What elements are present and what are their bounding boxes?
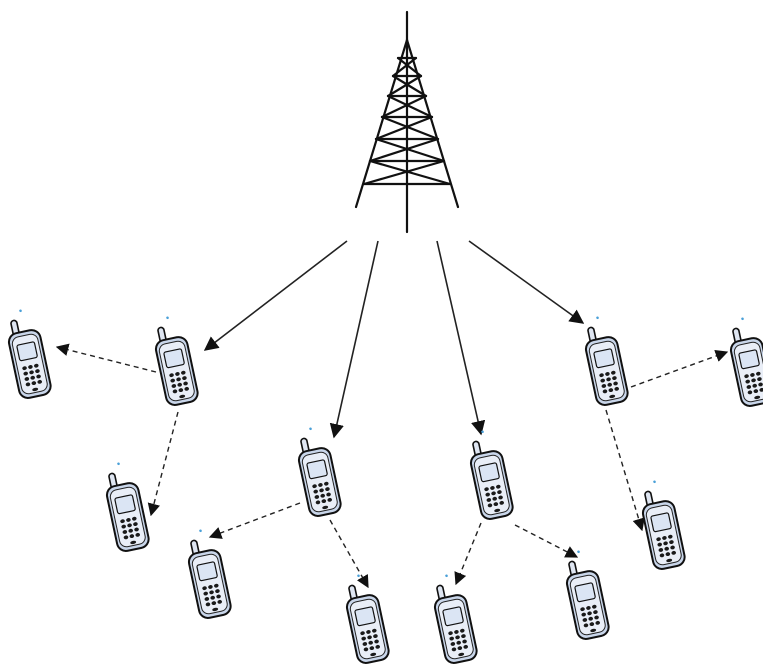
link-tower-p7: [436, 240, 486, 436]
mobile-phone-icon: [641, 480, 686, 570]
mobile-phone-icon: [584, 316, 629, 406]
mobile-phone-icon: [7, 309, 52, 399]
mobile-phone-icon: [297, 427, 342, 517]
mobile-phone-icon: [565, 550, 610, 640]
link-tower-p10: [468, 240, 585, 324]
mobile-phone-icon: [345, 574, 390, 664]
mobile-phone-icon: [105, 462, 150, 552]
link-p7-p9: [514, 524, 579, 558]
mobile-phone-icon: [187, 529, 232, 619]
link-p10-p11: [630, 349, 729, 388]
link-p5-p6: [329, 519, 369, 589]
mobile-phone-icon: [469, 430, 514, 520]
link-p5-p4: [208, 502, 301, 539]
mobile-phone-icon: [154, 316, 199, 406]
link-tower-p2: [203, 240, 348, 351]
link-p7-p8: [454, 522, 482, 586]
link-p10-p12: [605, 409, 645, 532]
cell-tower-icon: [354, 10, 460, 234]
mobile-phone-icon: [729, 317, 763, 407]
link-p2-p1: [55, 343, 157, 373]
link-tower-p5: [329, 240, 379, 439]
mobile-phone-icon: [433, 574, 478, 664]
link-p2-p3: [147, 411, 179, 517]
